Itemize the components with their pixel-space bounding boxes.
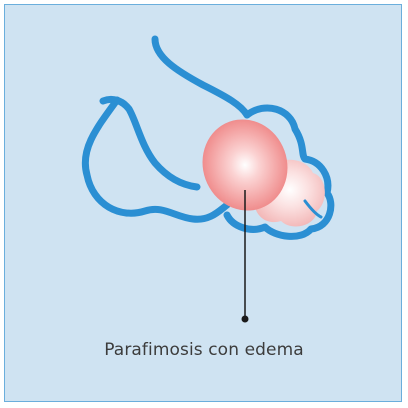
shaft-top-outline — [155, 39, 247, 115]
figure-caption: Parafimosis con edema — [5, 340, 403, 360]
leader-dot — [242, 316, 249, 323]
scrotum-crease — [103, 99, 197, 187]
figure-panel: Parafimosis con edema — [4, 4, 402, 402]
